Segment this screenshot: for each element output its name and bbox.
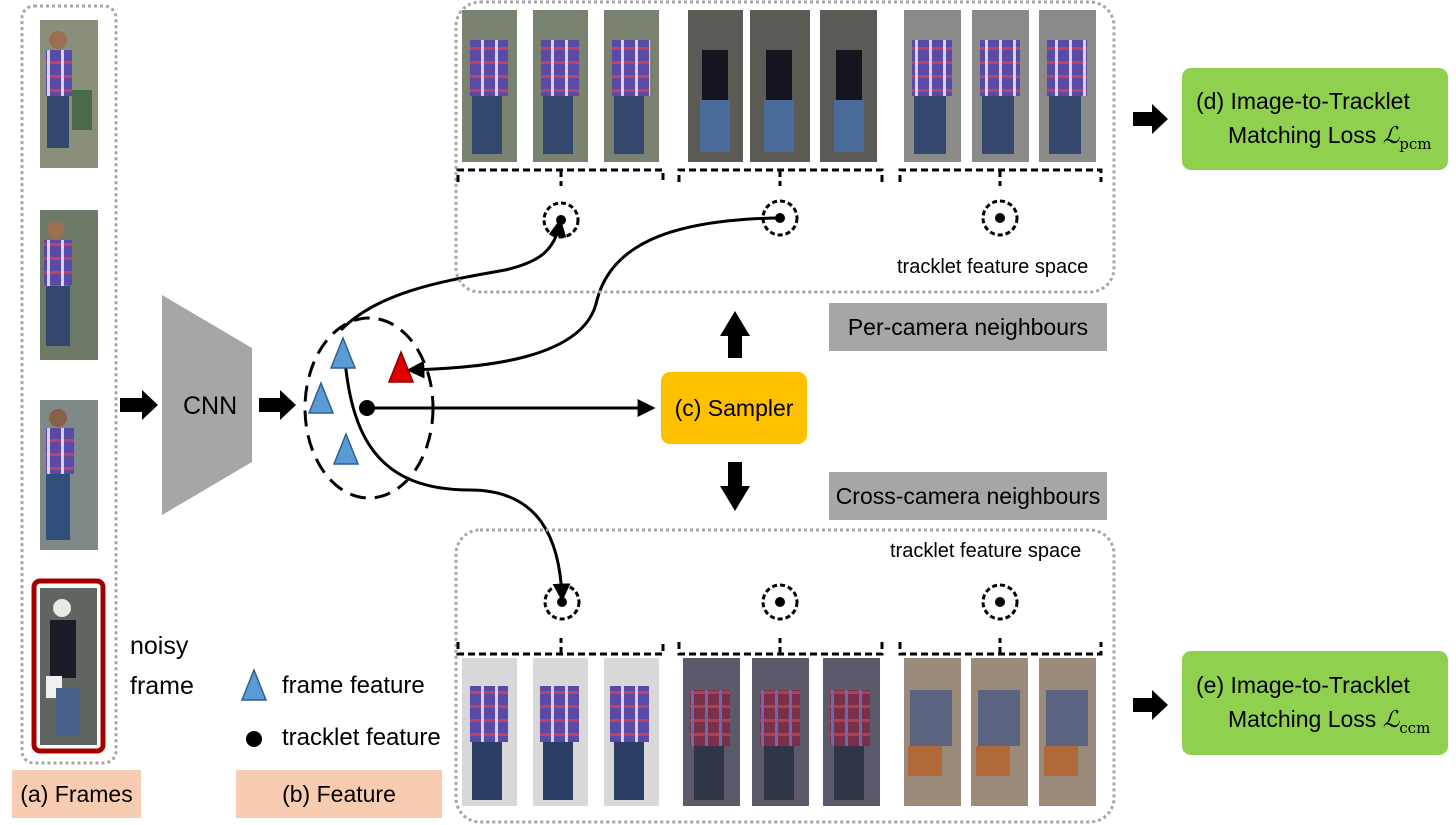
legend-frame-feature-label: frame feature bbox=[282, 672, 425, 699]
arrow-sampler-down bbox=[720, 462, 750, 511]
link-to-cross-camera bbox=[342, 347, 571, 602]
cross-camera-space-label: tracklet feature space bbox=[890, 540, 1082, 562]
loss-pcm-subscript: pcm bbox=[1399, 134, 1432, 153]
loss-pcm-box: (d) Image-to-Tracklet Matching Loss ℒpcm bbox=[1182, 68, 1448, 170]
per-camera-space-border bbox=[454, 0, 1116, 294]
frame-feature-triangle-1 bbox=[329, 335, 357, 369]
cross-camera-space-border bbox=[454, 528, 1116, 824]
per-camera-neighbours-tag: Per-camera neighbours bbox=[829, 303, 1107, 351]
frame-feature-triangle-3 bbox=[332, 431, 360, 465]
arrow-to-loss-ccm bbox=[1133, 690, 1168, 720]
legend-tracklet-feature-icon bbox=[246, 731, 262, 747]
loss-pcm-line1: (d) Image-to-Tracklet bbox=[1196, 87, 1410, 114]
noisy-frame-image bbox=[40, 588, 97, 745]
per-camera-bracket-2 bbox=[677, 168, 884, 186]
per-camera-tracklet-node-1 bbox=[542, 201, 580, 239]
frame-image-1 bbox=[40, 20, 98, 168]
cross-camera-tracklet-2-node bbox=[761, 583, 799, 621]
per-camera-bracket-1 bbox=[456, 168, 665, 186]
link-to-per-camera-2 bbox=[406, 216, 779, 379]
cnn-block bbox=[162, 295, 252, 515]
loss-ccm-symbol: ℒ bbox=[1382, 706, 1400, 733]
loss-ccm-box: (e) Image-to-Tracklet Matching Loss ℒccm bbox=[1182, 651, 1448, 755]
cross-camera-tracklet-1-images bbox=[462, 658, 659, 806]
per-camera-bracket-3 bbox=[898, 168, 1103, 186]
arrow-to-loss-pcm bbox=[1133, 104, 1168, 134]
loss-pcm-text: Matching Loss bbox=[1228, 121, 1377, 148]
cross-camera-tracklet-3-images bbox=[904, 658, 1096, 806]
noisy-feature-triangle bbox=[387, 349, 415, 383]
legend-tracklet-feature-label: tracklet feature bbox=[282, 724, 441, 751]
arrow-cnn-to-feature bbox=[259, 390, 296, 420]
cross-camera-tracklet-3-node bbox=[981, 583, 1019, 621]
loss-ccm-line2: Matching Loss ℒccm bbox=[1196, 702, 1430, 739]
cross-camera-tracklet-2-images bbox=[683, 658, 880, 806]
feature-tag: (b) Feature bbox=[236, 770, 442, 818]
cnn-label: CNN bbox=[183, 392, 238, 420]
noisy-frame-caption-line1: noisy bbox=[130, 632, 189, 660]
legend-frame-feature-icon bbox=[240, 667, 268, 701]
per-camera-tracklet-3-images bbox=[904, 10, 1096, 162]
sampler-box: (c) Sampler bbox=[661, 372, 807, 444]
per-camera-tracklet-2-images bbox=[688, 10, 877, 162]
frame-image-2 bbox=[40, 210, 98, 360]
frame-image-3 bbox=[40, 400, 98, 550]
loss-pcm-line2: Matching Loss ℒpcm bbox=[1196, 118, 1432, 155]
cross-camera-bracket-2 bbox=[677, 638, 884, 656]
loss-pcm-symbol: ℒ bbox=[1382, 122, 1400, 149]
per-camera-tracklet-node-2 bbox=[761, 199, 799, 237]
loss-ccm-subscript: ccm bbox=[1399, 718, 1431, 737]
loss-ccm-text: Matching Loss bbox=[1228, 705, 1377, 732]
per-camera-tracklet-node-3 bbox=[981, 199, 1019, 237]
noisy-frame-caption-line2: frame bbox=[130, 672, 194, 700]
cross-camera-bracket-3 bbox=[898, 638, 1103, 656]
frames-tag: (a) Frames bbox=[12, 770, 141, 818]
arrow-sampler-up bbox=[720, 311, 750, 358]
tracklet-feature-dot bbox=[359, 400, 375, 416]
arrow-frames-to-cnn bbox=[120, 390, 158, 420]
per-camera-tracklet-1-images bbox=[462, 10, 659, 162]
cross-camera-bracket-1 bbox=[456, 638, 665, 656]
frame-feature-triangle-2 bbox=[307, 380, 335, 414]
link-to-per-camera-1 bbox=[339, 218, 567, 332]
cross-camera-tracklet-1-node bbox=[543, 583, 581, 621]
cross-camera-neighbours-tag: Cross-camera neighbours bbox=[829, 472, 1107, 520]
per-camera-space-label: tracklet feature space bbox=[897, 256, 1089, 278]
loss-ccm-line1: (e) Image-to-Tracklet bbox=[1196, 671, 1410, 698]
noisy-frame-border bbox=[31, 578, 106, 754]
